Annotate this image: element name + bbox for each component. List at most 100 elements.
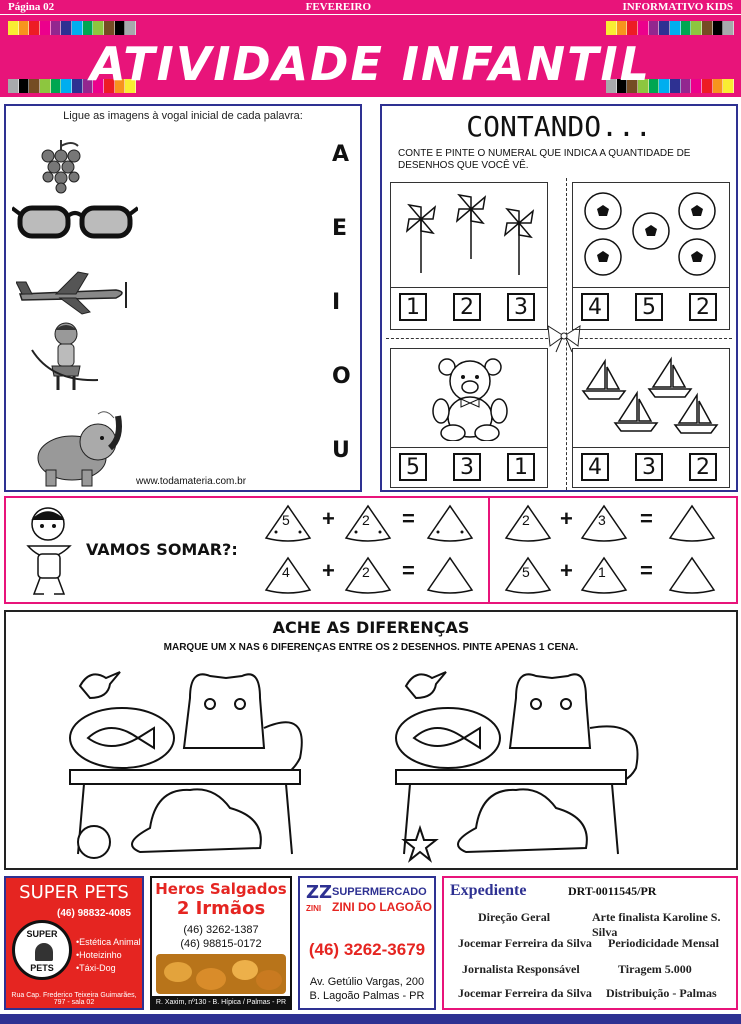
super-phone: (46) 3262-3679 <box>308 940 426 959</box>
addend: 4 <box>282 564 290 580</box>
pets-services: •Estética Animal •Hoteizinho •Táxi-Dog <box>76 937 141 973</box>
vowels-activity: Ligue as imagens à vogal inicial de cada… <box>4 104 362 492</box>
sums-title: VAMOS SOMAR?: <box>86 540 238 559</box>
salgados-phone-2: (46) 98815-0172 <box>180 938 262 950</box>
addend: 2 <box>522 512 530 528</box>
soccer-balls-icon <box>584 192 716 276</box>
addend: 3 <box>598 512 606 528</box>
expediente-right-3: Tiragem 5.000 <box>618 962 692 976</box>
differences-instruction: MARQUE UM X NAS 6 DIFERENÇAS ENTRE OS 2 … <box>163 642 579 653</box>
month-label: FEVEREIRO <box>305 1 372 13</box>
vowel-a: A <box>332 142 350 167</box>
expediente-left-2: Jocemar Ferreira da Silva <box>458 936 592 950</box>
super-line-2: ZINI DO LAGOÃO <box>332 900 432 914</box>
number-box[interactable]: 4 <box>581 293 609 321</box>
equals-sign: = <box>402 506 415 531</box>
page-number: Página 02 <box>8 1 55 13</box>
elephant-icon <box>37 411 122 487</box>
vowel-e: E <box>332 216 348 241</box>
differences-title: ACHE AS DIFERENÇAS <box>272 618 470 637</box>
expediente-title: Expediente <box>450 882 527 899</box>
vowel-o: O <box>332 364 351 389</box>
number-box[interactable]: 3 <box>453 453 481 481</box>
super-line-1: SUPERMERCADO <box>332 886 427 898</box>
indian-boy-icon <box>31 322 99 390</box>
plus-sign: + <box>560 558 573 583</box>
addend: 5 <box>282 512 290 528</box>
number-box[interactable]: 1 <box>399 293 427 321</box>
zini-logo-text: ZINI <box>306 904 322 913</box>
pets-address: Rua Cap. Frederico Teixeira Guimarães, 7… <box>11 992 137 1006</box>
expediente-right-2: Periodicidade Mensal <box>608 936 719 950</box>
vowel-u: U <box>332 438 350 463</box>
expediente-left-3: Jornalista Responsável <box>462 962 580 976</box>
super-address-1: Av. Getúlio Vargas, 200 <box>309 976 425 988</box>
plus-sign: + <box>322 506 335 531</box>
counting-activity: CONTANDO... CONTE E PINTE O NUMERAL QUE … <box>380 104 738 492</box>
title-banner: ATIVIDADE INFANTIL <box>0 15 741 97</box>
pencils-decoration <box>606 21 735 35</box>
source-credit: www.todamateria.com.br <box>136 476 247 487</box>
scene-right <box>395 671 639 863</box>
salgados-subtitle: 2 Irmãos <box>176 898 266 919</box>
teddy-bear-icon <box>432 358 508 441</box>
sum-equation: 4 + 2 = <box>262 554 482 601</box>
number-box[interactable]: 4 <box>581 453 609 481</box>
pencils-decoration <box>8 79 137 93</box>
airplane-icon <box>16 271 127 315</box>
pencils-decoration <box>606 79 735 93</box>
sum-equation: 5 + 2 = <box>262 502 482 549</box>
number-box[interactable]: 5 <box>635 293 663 321</box>
addend: 1 <box>598 564 606 580</box>
sums-activity: VAMOS SOMAR?: 5 + 2 = 4 + 2 = <box>4 496 738 604</box>
addend: 5 <box>522 564 530 580</box>
number-box[interactable]: 3 <box>635 453 663 481</box>
number-box[interactable]: 2 <box>689 453 717 481</box>
expediente-drt: DRT-0011545/PR <box>568 884 657 898</box>
pets-name: SUPER PETS <box>19 882 129 903</box>
ad-heros-salgados[interactable]: Heros Salgados 2 Irmãos (46) 3262-1387 (… <box>150 876 292 1010</box>
boats-card: 4 3 2 <box>572 348 730 488</box>
number-box[interactable]: 5 <box>399 453 427 481</box>
sailboats-icon <box>581 356 719 434</box>
expediente-left-4: Jocemar Ferreira da Silva <box>458 986 592 1000</box>
top-bar: Página 02 FEVEREIRO INFORMATIVO KIDS <box>0 0 741 14</box>
number-box[interactable]: 1 <box>507 453 535 481</box>
salgados-address: R. Xaxim, nº130 - B. Hípica / Palmas - P… <box>152 996 290 1008</box>
bow-icon <box>547 325 581 353</box>
pinwheels-icon <box>405 193 535 275</box>
pencils-decoration <box>8 21 137 35</box>
salgados-name: Heros Salgados <box>155 880 287 898</box>
equals-sign: = <box>640 558 653 583</box>
number-box[interactable]: 2 <box>689 293 717 321</box>
plus-sign: + <box>560 506 573 531</box>
ad-supermercado[interactable]: ZZ ZINI SUPERMERCADO ZINI DO LAGOÃO (46)… <box>298 876 436 1010</box>
expediente-right-1: Arte finalista Karoline S. Silva <box>592 910 721 939</box>
super-address-2: B. Lagoão Palmas - PR <box>309 990 425 1002</box>
salgados-phone-1: (46) 3262-1387 <box>183 924 259 936</box>
grapes-icon <box>41 140 81 194</box>
counting-instruction-1: CONTE E PINTE O NUMERAL QUE INDICA A QUA… <box>398 148 691 159</box>
page-title: ATIVIDADE INFANTIL <box>90 37 651 91</box>
salgados-photo <box>156 954 286 994</box>
expediente-box: Expediente DRT-0011545/PR Direção Geral … <box>442 876 738 1010</box>
equals-sign: = <box>640 506 653 531</box>
pinwheels-card: 1 2 3 <box>390 182 548 330</box>
vowels-instruction: Ligue as imagens à vogal inicial de cada… <box>63 110 303 122</box>
counting-title: CONTANDO... <box>466 110 652 143</box>
bear-card: 5 3 1 <box>390 348 548 488</box>
sum-equation: 5 + 1 = <box>502 554 726 601</box>
ad-super-pets[interactable]: SUPER PETS (46) 98832-4085 SUPER PETS •E… <box>4 876 144 1010</box>
addend: 2 <box>362 564 370 580</box>
expediente-right-4: Distribuição - Palmas <box>606 986 717 1000</box>
number-box[interactable]: 2 <box>453 293 481 321</box>
plus-sign: + <box>322 558 335 583</box>
differences-activity: ACHE AS DIFERENÇAS MARQUE UM X NAS 6 DIF… <box>4 610 738 870</box>
number-box[interactable]: 3 <box>507 293 535 321</box>
vowel-i: I <box>332 290 341 315</box>
zini-logo: ZZ <box>306 882 333 903</box>
sum-equation: 2 + 3 = <box>502 502 726 549</box>
pets-phone: (46) 98832-4085 <box>57 908 131 919</box>
balls-card: 4 5 2 <box>572 182 730 330</box>
publication-name: INFORMATIVO KIDS <box>622 1 734 13</box>
